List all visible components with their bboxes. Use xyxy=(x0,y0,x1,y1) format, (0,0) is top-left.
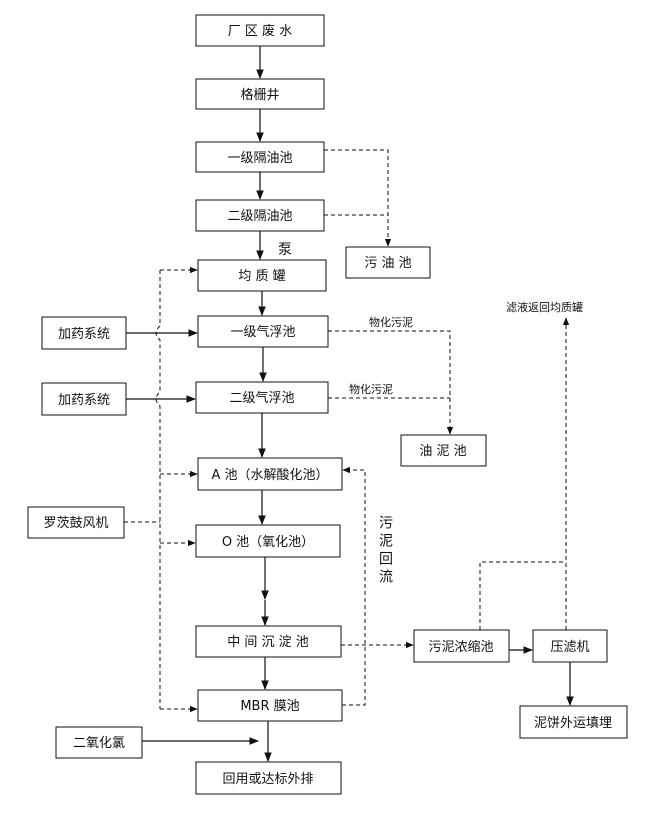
node-filter-press: 压滤机 xyxy=(532,629,608,663)
node-label: 加药系统 xyxy=(58,327,110,342)
node-o-tank: O 池（氧化池） xyxy=(195,524,341,558)
node-intermediate-settling: 中 间 沉 淀 池 xyxy=(195,625,342,658)
dashed-flow xyxy=(328,330,454,435)
node-plant-wastewater: 厂 区 废 水 xyxy=(195,14,325,47)
node-label: 污泥浓缩池 xyxy=(428,639,493,655)
node-waste-oil-tank: 污 油 池 xyxy=(345,246,431,279)
node-primary-oil-separator: 一级隔油池 xyxy=(195,141,325,173)
physchem-sludge-label-2: 物化污泥 xyxy=(349,382,393,396)
node-secondary-flotation: 二级气浮池 xyxy=(195,381,329,414)
node-label: 一级隔油池 xyxy=(227,151,292,166)
node-label: 中 间 沉 淀 池 xyxy=(227,635,309,650)
node-label: A 池（水解酸化池） xyxy=(211,468,328,483)
node-primary-flotation: 一级气浮池 xyxy=(197,315,329,348)
node-mbr-tank: MBR 膜池 xyxy=(197,689,343,722)
node-label: 一级气浮池 xyxy=(230,324,295,340)
pump-label: 泵 xyxy=(278,242,292,258)
node-a-tank: A 池（水解酸化池） xyxy=(197,457,343,491)
node-label: O 池（氧化池） xyxy=(222,535,314,550)
dashed-flow xyxy=(324,149,392,247)
sludge-return-label: 污泥回流 xyxy=(377,515,393,587)
node-equalization-tank: 均 质 罐 xyxy=(197,259,327,292)
node-oil-sludge-tank: 油 泥 池 xyxy=(400,434,487,467)
node-sludge-cake-landfill: 泥饼外运填埋 xyxy=(519,705,628,739)
node-label: 污 油 池 xyxy=(364,256,411,271)
node-label: 二氧化氯 xyxy=(73,736,125,751)
node-dosing-system-1: 加药系统 xyxy=(41,316,127,350)
dashed-flow xyxy=(479,561,566,630)
node-screen-well: 格栅井 xyxy=(195,78,325,110)
node-roots-blower: 罗茨鼓风机 xyxy=(27,506,125,539)
node-reuse-discharge: 回用或达标外排 xyxy=(195,761,342,795)
node-label: 泥饼外运填埋 xyxy=(534,716,612,731)
node-label: 均 质 罐 xyxy=(238,269,285,284)
node-secondary-oil-separator: 二级隔油池 xyxy=(195,199,325,232)
physchem-sludge-label-1: 物化污泥 xyxy=(369,315,413,329)
node-label: 油 泥 池 xyxy=(419,444,466,459)
node-label: 加药系统 xyxy=(58,393,110,408)
node-label: 格栅井 xyxy=(240,87,279,103)
node-label: 回用或达标外排 xyxy=(222,772,313,787)
node-dosing-system-2: 加药系统 xyxy=(41,382,127,416)
node-label: MBR 膜池 xyxy=(240,699,299,714)
node-label: 厂 区 废 水 xyxy=(228,23,292,39)
dashed-flow xyxy=(342,466,366,706)
node-label: 压滤机 xyxy=(550,640,589,655)
node-chlorine-dioxide: 二氧化氯 xyxy=(55,726,143,759)
node-sludge-thickener: 污泥浓缩池 xyxy=(413,629,510,663)
filtrate-return-label: 滤液返回均质罐 xyxy=(506,300,583,314)
node-label: 二级气浮池 xyxy=(229,390,294,406)
node-label: 罗茨鼓风机 xyxy=(43,516,108,531)
node-label: 二级隔油池 xyxy=(227,209,292,224)
dashed-flow xyxy=(155,270,161,709)
